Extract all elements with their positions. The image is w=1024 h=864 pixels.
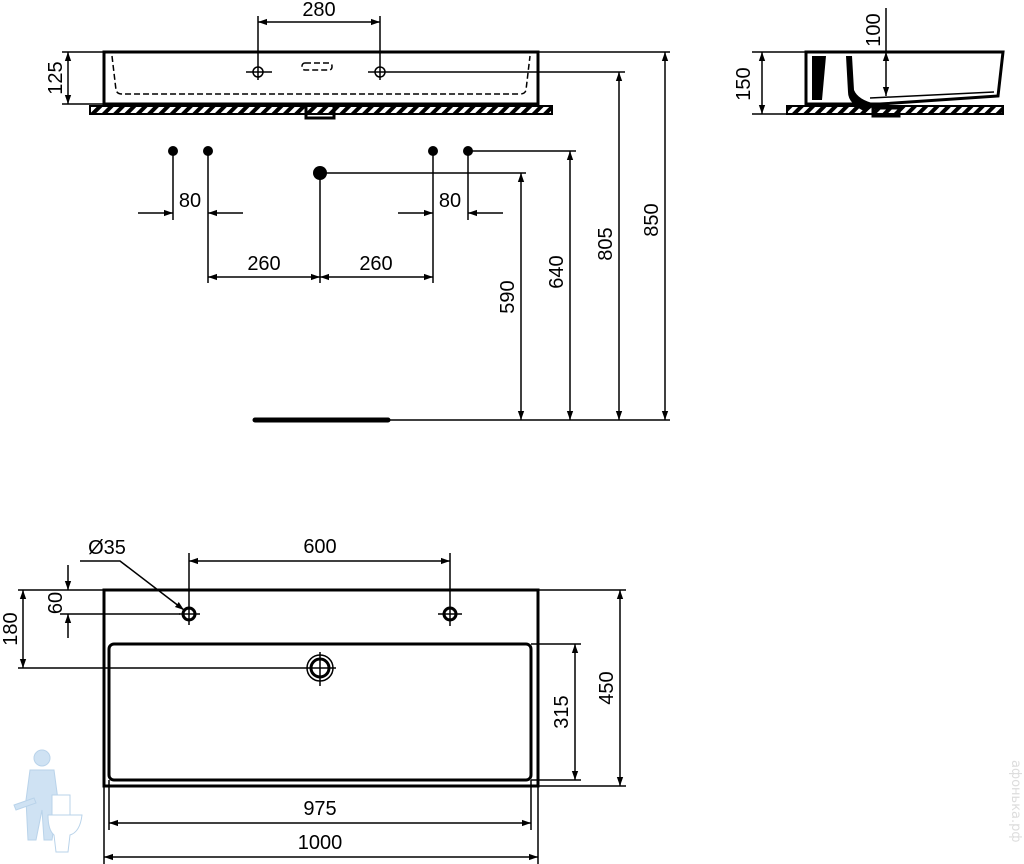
dimension-label: 260 bbox=[247, 253, 280, 275]
watermark: афонька.рф bbox=[1008, 760, 1023, 843]
dimension-label: 850 bbox=[641, 203, 663, 236]
drain-outlet bbox=[304, 102, 336, 120]
dimension-label: 60 bbox=[45, 592, 67, 614]
dimension-label: 80 bbox=[179, 190, 201, 212]
plumber-mascot-logo bbox=[13, 749, 83, 853]
dimension-label: 450 bbox=[596, 671, 618, 704]
dimension-label: 640 bbox=[546, 255, 568, 288]
dimension-label: 1000 bbox=[298, 832, 343, 854]
dimension-label: 805 bbox=[595, 227, 617, 260]
dimension-label: 600 bbox=[303, 536, 336, 558]
side-view: 150 100 bbox=[733, 8, 1005, 118]
basin-inner-hidden-line bbox=[111, 55, 531, 95]
tap-hole bbox=[438, 604, 462, 626]
front-view: 280 125 bbox=[45, 0, 670, 120]
dimension-label: 150 bbox=[733, 67, 755, 100]
plan-view: 600 Ø35 60 180 450 315 975 1000 bbox=[0, 536, 626, 864]
dimension-label: 125 bbox=[45, 61, 67, 94]
supply-points: 80 80 260 260 590 640 805 850 bbox=[138, 52, 670, 423]
tap-hole-right bbox=[368, 66, 625, 78]
overflow-slot bbox=[301, 62, 333, 71]
countertop-section bbox=[89, 105, 553, 115]
dimension-label: 180 bbox=[0, 612, 22, 645]
dimension-label: 590 bbox=[497, 280, 519, 313]
tap-hole-left bbox=[246, 66, 272, 78]
basin-outline bbox=[102, 50, 540, 106]
drain bbox=[306, 652, 334, 686]
dimension-label: 975 bbox=[303, 798, 336, 820]
dimension-label: Ø35 bbox=[88, 537, 126, 559]
dimension-label: 260 bbox=[359, 253, 392, 275]
dimension-label: 280 bbox=[302, 0, 335, 21]
dimension-label: 100 bbox=[863, 13, 885, 46]
tap-hole bbox=[179, 604, 200, 625]
dimension-label: 80 bbox=[439, 190, 461, 212]
dimension-label: 315 bbox=[551, 695, 573, 728]
